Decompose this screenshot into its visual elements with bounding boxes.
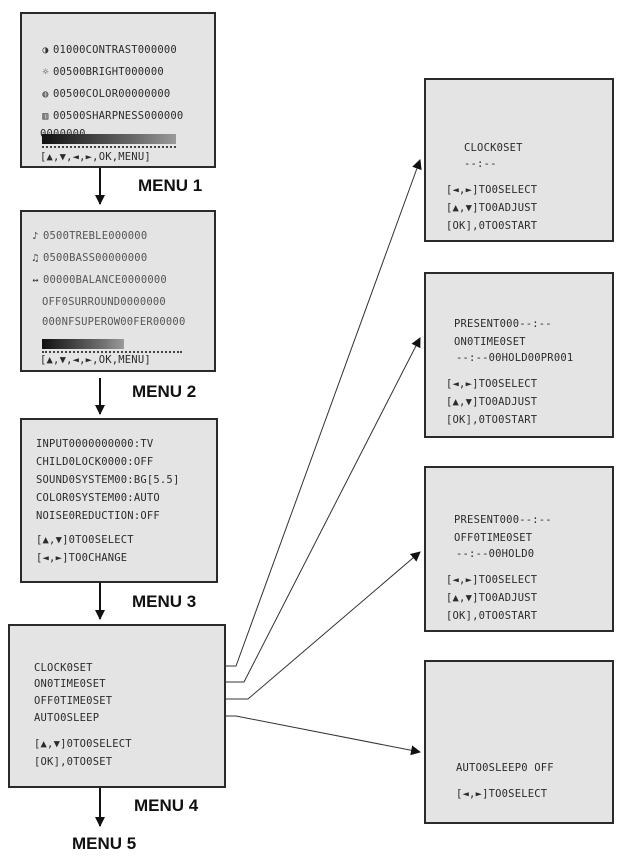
on-time-present: PRESENT000--:-- bbox=[454, 318, 552, 330]
menu-2-row-text: 000NFSUPEROW00FER00000 bbox=[42, 316, 186, 328]
menu-4-item-on-time-set: ON0TIME0SET bbox=[34, 678, 106, 690]
menu-1-level-bar bbox=[42, 134, 176, 144]
off-time-present: PRESENT000--:-- bbox=[454, 514, 552, 526]
menu-1-hint: [▲,▼,◄,►,OK,MENU] bbox=[40, 151, 151, 163]
menu-1-row: ◑ 01000CONTRAST000000 bbox=[40, 44, 177, 56]
menu-2-row: ♪ 0500TREBLE000000 bbox=[30, 230, 147, 242]
menu-4-item-auto-sleep: AUTO0SLEEP bbox=[34, 712, 100, 724]
menu-1-row-text: 00500COLOR00000000 bbox=[53, 88, 171, 100]
color-icon: ◍ bbox=[42, 89, 49, 100]
auto-sleep-status: AUTO0SLEEP0 OFF bbox=[456, 762, 554, 774]
menu-2-row: ↔ 00000BALANCE0000000 bbox=[30, 274, 167, 286]
clock-set-hint: [OK],0TO0START bbox=[446, 220, 538, 232]
menu-3-row: NOISE0REDUCTION:OFF bbox=[36, 510, 160, 522]
menu-2-row: 000NFSUPEROW00FER00000 bbox=[42, 316, 185, 328]
menu-3-hint: [▲,▼]0TO0SELECT bbox=[36, 534, 134, 546]
menu-4-caption: MENU 4 bbox=[134, 796, 199, 815]
menu-4-hint: [OK],0TO0SET bbox=[34, 756, 113, 768]
menu-1-row: ◍ 00500COLOR00000000 bbox=[40, 88, 170, 100]
menu-4-item-clock-set: CLOCK0SET bbox=[34, 662, 93, 674]
clock-set-hint: [▲,▼]TO0ADJUST bbox=[446, 202, 538, 214]
off-time-value: --:--00HOLD0 bbox=[456, 548, 535, 560]
clock-set-panel: CLOCK0SET --:-- [◄,►]TO0SELECT [▲,▼]TO0A… bbox=[424, 78, 614, 242]
menu-1-caption: MENU 1 bbox=[138, 176, 203, 195]
menu-3-row: CHILD0LOCK0000:OFF bbox=[36, 456, 154, 468]
on-time-hint: [OK],0TO0START bbox=[446, 414, 538, 426]
menu-4-screen: CLOCK0SET ON0TIME0SET OFF0TIME0SET AUTO0… bbox=[8, 624, 226, 788]
menu-2-level-bar bbox=[42, 339, 124, 349]
menu-3-row: INPUT0000000000:TV bbox=[36, 438, 154, 450]
menu-3-row: COLOR0SYSTEM00:AUTO bbox=[36, 492, 160, 504]
clock-set-hint: [◄,►]TO0SELECT bbox=[446, 184, 538, 196]
balance-icon: ↔ bbox=[32, 275, 39, 286]
sharpness-icon: ▥ bbox=[42, 111, 49, 122]
menu-3-row: SOUND0SYSTEM00:BG[5.5] bbox=[36, 474, 180, 486]
menu-1-row-text: 00500SHARPNESS000000 bbox=[53, 110, 184, 122]
menu-1-divider bbox=[42, 146, 176, 148]
auto-sleep-hint: [◄,►]TO0SELECT bbox=[456, 788, 548, 800]
off-time-hint: [OK],0TO0START bbox=[446, 610, 538, 622]
menu-1-row: ▥ 00500SHARPNESS000000 bbox=[40, 110, 183, 122]
menu-2-row-text: 0500TREBLE000000 bbox=[43, 230, 148, 242]
menu-2-row-text: 0500BASS00000000 bbox=[43, 252, 148, 264]
off-time-hint: [◄,►]TO0SELECT bbox=[446, 574, 538, 586]
off-time-set-panel: PRESENT000--:-- OFF0TIME0SET --:--00HOLD… bbox=[424, 466, 614, 632]
menu-2-screen: ♪ 0500TREBLE000000 ♫ 0500BASS00000000 ↔ 000… bbox=[20, 210, 216, 372]
menu-1-screen: ◑01000CONTRAST000000 ☼00500BRIGHT000000 … bbox=[20, 12, 216, 168]
on-time-value: --:--00HOLD00PR001 bbox=[456, 352, 574, 364]
brightness-icon: ☼ bbox=[42, 67, 49, 78]
contrast-icon: ◑ bbox=[42, 45, 49, 56]
on-time-hint: [◄,►]TO0SELECT bbox=[446, 378, 538, 390]
menu-3-caption: MENU 3 bbox=[132, 592, 197, 611]
menu-2-hint: [▲,▼,◄,►,OK,MENU] bbox=[40, 354, 151, 366]
clock-set-time: --:-- bbox=[464, 158, 497, 170]
menu-4-item-off-time-set: OFF0TIME0SET bbox=[34, 695, 113, 707]
on-time-title: ON0TIME0SET bbox=[454, 336, 526, 348]
on-time-hint: [▲,▼]TO0ADJUST bbox=[446, 396, 538, 408]
menu-2-row-text: OFF0SURROUND0000000 bbox=[42, 296, 166, 308]
menu-2-row-text: 00000BALANCE0000000 bbox=[43, 274, 167, 286]
menu-3-hint: [◄,►]TO0CHANGE bbox=[36, 552, 128, 564]
bass-icon: ♫ bbox=[32, 253, 39, 264]
menu-1-row: ☼ 00500BRIGHT000000 bbox=[40, 66, 164, 78]
menu-1-row-text: 00500BRIGHT000000 bbox=[53, 66, 164, 78]
menu-1-row-text: 01000CONTRAST000000 bbox=[53, 44, 177, 56]
treble-icon: ♪ bbox=[32, 231, 39, 242]
auto-sleep-panel: AUTO0SLEEP0 OFF [◄,►]TO0SELECT bbox=[424, 660, 614, 824]
menu-2-row: OFF0SURROUND0000000 bbox=[42, 296, 166, 308]
menu-5-caption: MENU 5 bbox=[72, 834, 137, 853]
menu-2-divider bbox=[42, 351, 182, 353]
menu-4-hint: [▲,▼]0TO0SELECT bbox=[34, 738, 132, 750]
menu-2-caption: MENU 2 bbox=[132, 382, 197, 401]
off-time-title: OFF0TIME0SET bbox=[454, 532, 533, 544]
off-time-hint: [▲,▼]TO0ADJUST bbox=[446, 592, 538, 604]
menu-2-row: ♫ 0500BASS00000000 bbox=[30, 252, 147, 264]
clock-set-title: CLOCK0SET bbox=[464, 142, 523, 154]
menu-3-screen: INPUT0000000000:TV CHILD0LOCK0000:OFF SO… bbox=[20, 418, 218, 583]
on-time-set-panel: PRESENT000--:-- ON0TIME0SET --:--00HOLD0… bbox=[424, 272, 614, 438]
